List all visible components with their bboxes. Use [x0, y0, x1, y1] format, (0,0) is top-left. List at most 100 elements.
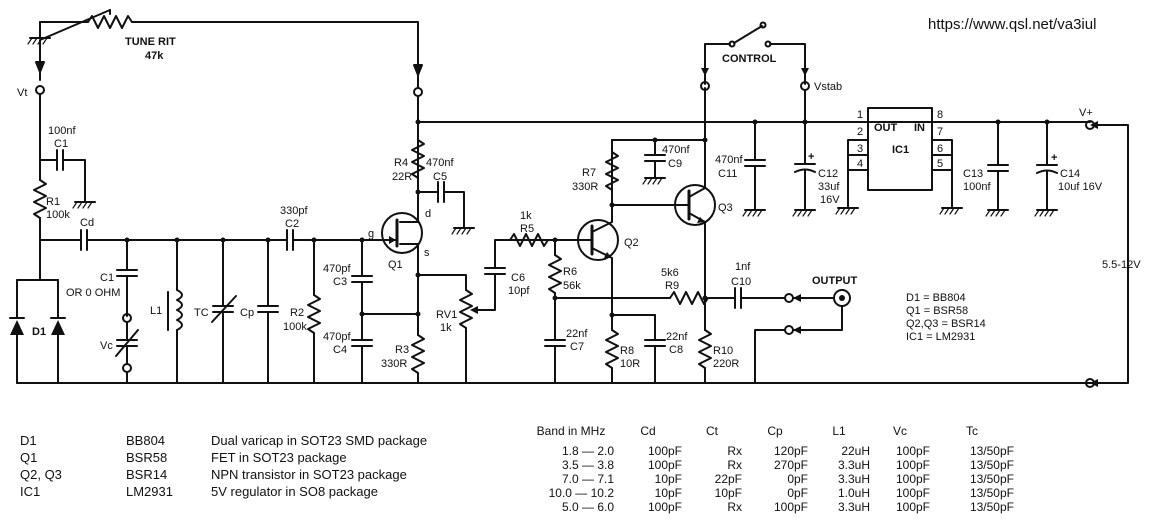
r4-ref: R4	[394, 157, 408, 169]
c12-value: 33uf	[818, 181, 840, 193]
r5-ref: R5	[520, 223, 534, 235]
r10-value: 220R	[713, 358, 739, 370]
table-cell: 100pF	[895, 500, 930, 514]
header-l1: L1	[832, 424, 846, 438]
pin-6: 6	[937, 143, 943, 155]
part-description: Dual varicap in SOT23 SMD package	[211, 433, 428, 448]
header-tc: Tc	[966, 424, 978, 438]
c9-ref: C9	[668, 158, 682, 170]
r9-ref: R9	[665, 280, 679, 292]
table-cell: 100pF	[773, 500, 808, 514]
c11-value: 470nf	[715, 154, 743, 166]
vt-label: Vt	[17, 87, 27, 99]
pin-7: 7	[937, 126, 943, 138]
header-vc: Vc	[892, 424, 907, 438]
pin-4: 4	[857, 158, 863, 170]
table-cell: 1.0uH	[837, 486, 870, 500]
c7-value: 22nf	[566, 328, 588, 340]
resistor-r10: R10 220R	[698, 319, 739, 384]
c14-plus: +	[1051, 152, 1057, 164]
table-cell: Rx	[727, 458, 742, 472]
table-cell: 100pF	[647, 500, 682, 514]
r7-ref: R7	[582, 167, 596, 179]
r6-ref: R6	[563, 266, 577, 278]
r10-ref: R10	[713, 345, 733, 357]
resistor-r2: R2 100k	[283, 239, 321, 384]
note-d1: D1 = BB804	[906, 292, 966, 304]
c9-value: 470nf	[662, 144, 690, 156]
table-cell: 120pF	[773, 444, 808, 458]
header-ct: Ct	[706, 424, 718, 438]
c8-value: 22nf	[666, 331, 688, 343]
r1-ref: R1	[46, 196, 60, 208]
potentiometer-rv1: RV1 1k	[417, 274, 496, 384]
parts-list: D1 BB804 Dual varicap in SOT23 SMD packa…	[20, 432, 427, 500]
r9-value: 5k6	[661, 267, 679, 279]
table-cell: 0pF	[787, 472, 808, 486]
regulator-ic1: OUT IN IC1 1 2 3 4 8 7 6 5	[835, 107, 963, 215]
q1-supply-terminal	[413, 87, 423, 97]
rv1-ref: RV1	[436, 309, 457, 321]
capacitor-c12: + C12 33uf 16V	[792, 119, 840, 217]
capacitor-c14: + C14 10uf 16V	[1034, 119, 1103, 217]
ic1-out-label: OUT	[874, 122, 898, 134]
table-cell: 3.3uH	[837, 458, 870, 472]
resistor-r1: R1 100k	[33, 159, 70, 241]
part-description: FET in SOT23 package	[211, 450, 347, 465]
part-ref: Q2, Q3	[20, 467, 62, 482]
resistor-r8: R8 10R	[605, 314, 640, 384]
r4-value: 22R	[392, 171, 412, 183]
table-cell: 10.0 — 10.2	[548, 486, 614, 500]
varicap-d1: D1	[9, 239, 66, 384]
table-cell: 3.3uH	[837, 472, 870, 486]
control-label: CONTROL	[722, 53, 777, 65]
header-cd: Cd	[640, 424, 656, 438]
capacitor-cp: Cp	[240, 239, 279, 384]
capacitor-c13: C13 100nf	[963, 119, 1009, 217]
r2-ref: R2	[290, 307, 304, 319]
table-cell: 100pF	[647, 458, 682, 472]
drain-label: d	[425, 208, 431, 220]
q1-label: Q1	[388, 259, 403, 271]
part-number: BSR58	[126, 450, 168, 465]
vc-label: Vc	[100, 340, 113, 352]
rv1-value: 1k	[440, 322, 452, 334]
tune-rit-label: TUNE RIT	[125, 36, 176, 48]
c1-value: 100nf	[48, 125, 76, 137]
output-label: OUTPUT	[812, 275, 858, 287]
c1b-note: OR 0 OHM	[66, 287, 120, 299]
part-ref: D1	[20, 433, 37, 448]
transistor-q2: Q2	[577, 139, 639, 316]
q2-label: Q2	[624, 237, 639, 249]
capacitor-c1-or-0-ohm: C1 OR 0 OHM	[66, 239, 138, 323]
output-connector[interactable]: OUTPUT	[754, 275, 858, 384]
source-url[interactable]: https://www.qsl.net/va3iul	[928, 16, 1097, 33]
table-cell: 100pF	[895, 472, 930, 486]
control-switch[interactable]: CONTROL	[701, 21, 809, 85]
c10-value: 1nf	[735, 261, 751, 273]
resistor-r5: 1k R5	[509, 210, 558, 247]
d1-label: D1	[32, 326, 46, 338]
pin-5: 5	[937, 158, 943, 170]
c7-ref: C7	[570, 341, 584, 353]
capacitor-c1: 100nf C1	[39, 125, 96, 209]
capacitor-cd: Cd	[80, 217, 94, 251]
c3-ref: C3	[333, 276, 347, 288]
table-cell: 5.0 — 6.0	[561, 500, 614, 514]
capacitor-c11: 470nf C11	[715, 119, 766, 217]
table-cell: 100pF	[895, 486, 930, 500]
capacitor-c4: 470pf C4	[323, 331, 373, 384]
note-ic1: IC1 = LM2931	[906, 331, 975, 343]
table-cell: 3.5 — 3.8	[561, 458, 614, 472]
note-q2q3: Q2,Q3 = BSR14	[906, 318, 986, 330]
c5-ref: C5	[433, 171, 447, 183]
cp-label: Cp	[240, 307, 254, 319]
table-cell: 22pF	[714, 472, 742, 486]
r6-value: 56k	[563, 280, 581, 292]
r5-value: 1k	[520, 210, 532, 222]
